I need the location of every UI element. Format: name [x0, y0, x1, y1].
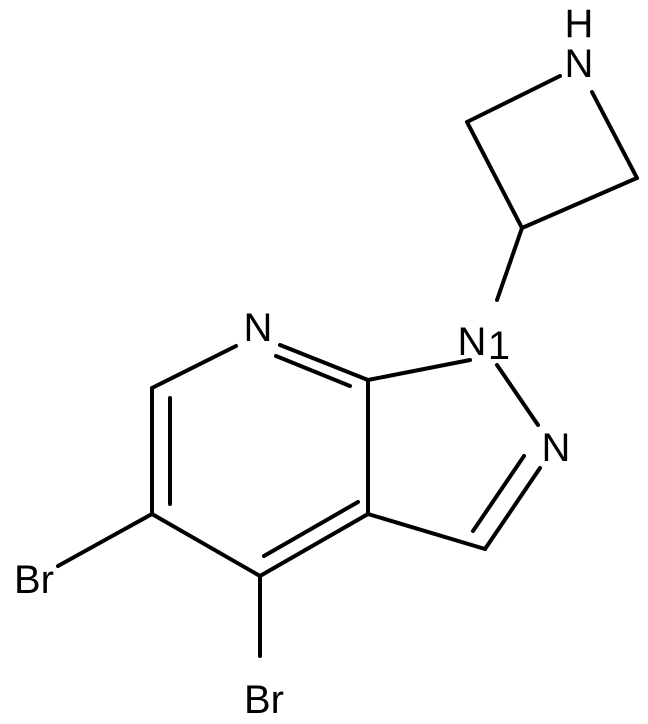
atom-label-n1-locant: 1	[488, 324, 510, 368]
bond-n1-c7a	[366, 358, 472, 382]
bond-c4-c3a	[258, 512, 370, 578]
bond-c7a-n7-double	[274, 354, 352, 388]
bond-azetidine-ch2-left-ch	[465, 120, 524, 230]
atom-label-azetidine-h: H	[565, 2, 594, 46]
bond-n7-c6	[150, 344, 238, 390]
bond-n2-c3-double	[471, 454, 526, 533]
bond-azetidine-ch2-right-nh	[590, 90, 639, 180]
atom-label-n2: N	[542, 426, 571, 470]
atom-label-br-4: Br	[244, 678, 284, 722]
bond-c4-c3a-double	[262, 500, 360, 558]
bond-c5-c4	[150, 512, 262, 578]
bond-azetidine-nh-ch2-left	[465, 74, 562, 124]
bond-c7a-n7	[278, 343, 370, 382]
bond-c3-c3a	[366, 512, 487, 551]
atom-label-pyridine-n: N	[244, 306, 273, 350]
atom-label-br-5: Br	[14, 558, 54, 602]
bond-c5-br	[56, 512, 154, 568]
atom-label-n1: N	[458, 320, 487, 364]
bond-n1-n2	[495, 363, 540, 427]
bond-azetidine-ch-ch2-right	[520, 176, 639, 230]
bond-n2-c3	[483, 466, 542, 551]
bond-azetidine-n1	[495, 226, 524, 302]
atom-label-azetidine-n: N	[565, 42, 594, 86]
